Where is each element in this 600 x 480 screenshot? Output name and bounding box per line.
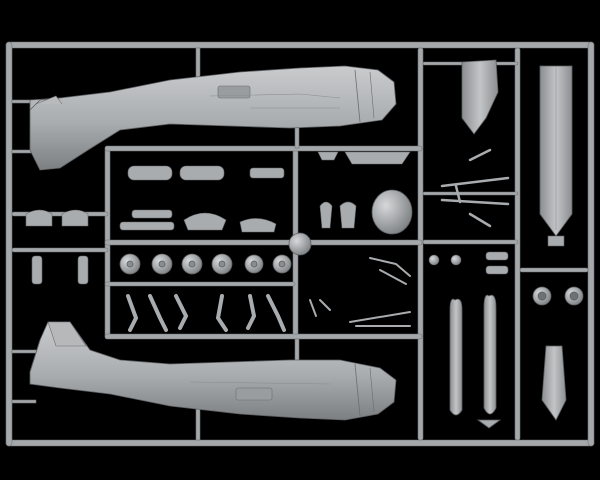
small-parts-row-1	[25, 151, 411, 233]
landing-gear-parts	[126, 294, 286, 332]
pylon-parts	[440, 148, 510, 228]
wheel-parts	[119, 232, 312, 275]
left-edge-parts	[31, 255, 89, 285]
canopy-part	[319, 189, 413, 235]
nose-cone-part	[461, 59, 499, 135]
small-round-parts	[428, 251, 509, 275]
fuselage-half-lower	[29, 321, 397, 421]
beam-part	[539, 65, 573, 247]
fuselage-half-upper	[29, 65, 397, 171]
strut-parts	[309, 257, 411, 327]
nozzle-parts	[532, 286, 584, 421]
drop-tank-parts	[449, 294, 502, 429]
sprue-frame	[5, 41, 595, 447]
